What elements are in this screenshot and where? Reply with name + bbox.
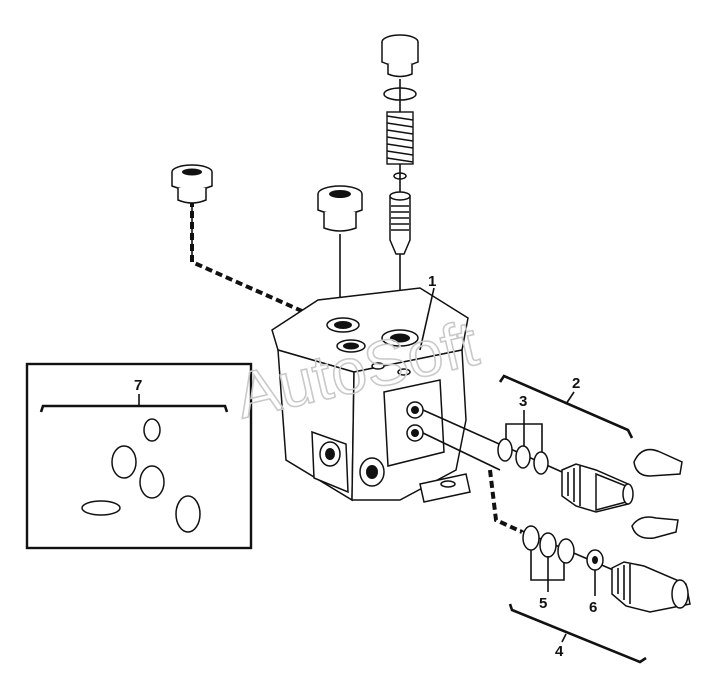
callout-4: 4 — [555, 643, 564, 660]
dashed-path-lower-valve — [488, 469, 523, 534]
callout-6: 6 — [589, 599, 597, 616]
leader-4 — [561, 633, 567, 643]
middle-plug — [317, 185, 363, 330]
leader-2 — [565, 391, 575, 405]
callout-1: 1 — [428, 273, 436, 290]
callout-7: 7 — [134, 377, 142, 394]
upper-right-valve-group — [497, 438, 683, 513]
bracket-4 — [508, 603, 647, 664]
bracket-7 — [39, 404, 229, 413]
callout-5: 5 — [539, 595, 547, 612]
callout-3: 3 — [519, 393, 527, 410]
leader-1 — [419, 287, 435, 351]
valve-body — [271, 287, 471, 503]
center-line-lower-valve — [422, 432, 501, 471]
callout-2: 2 — [572, 375, 580, 392]
left-plug — [171, 164, 213, 204]
lower-right-valve-group — [522, 516, 691, 613]
